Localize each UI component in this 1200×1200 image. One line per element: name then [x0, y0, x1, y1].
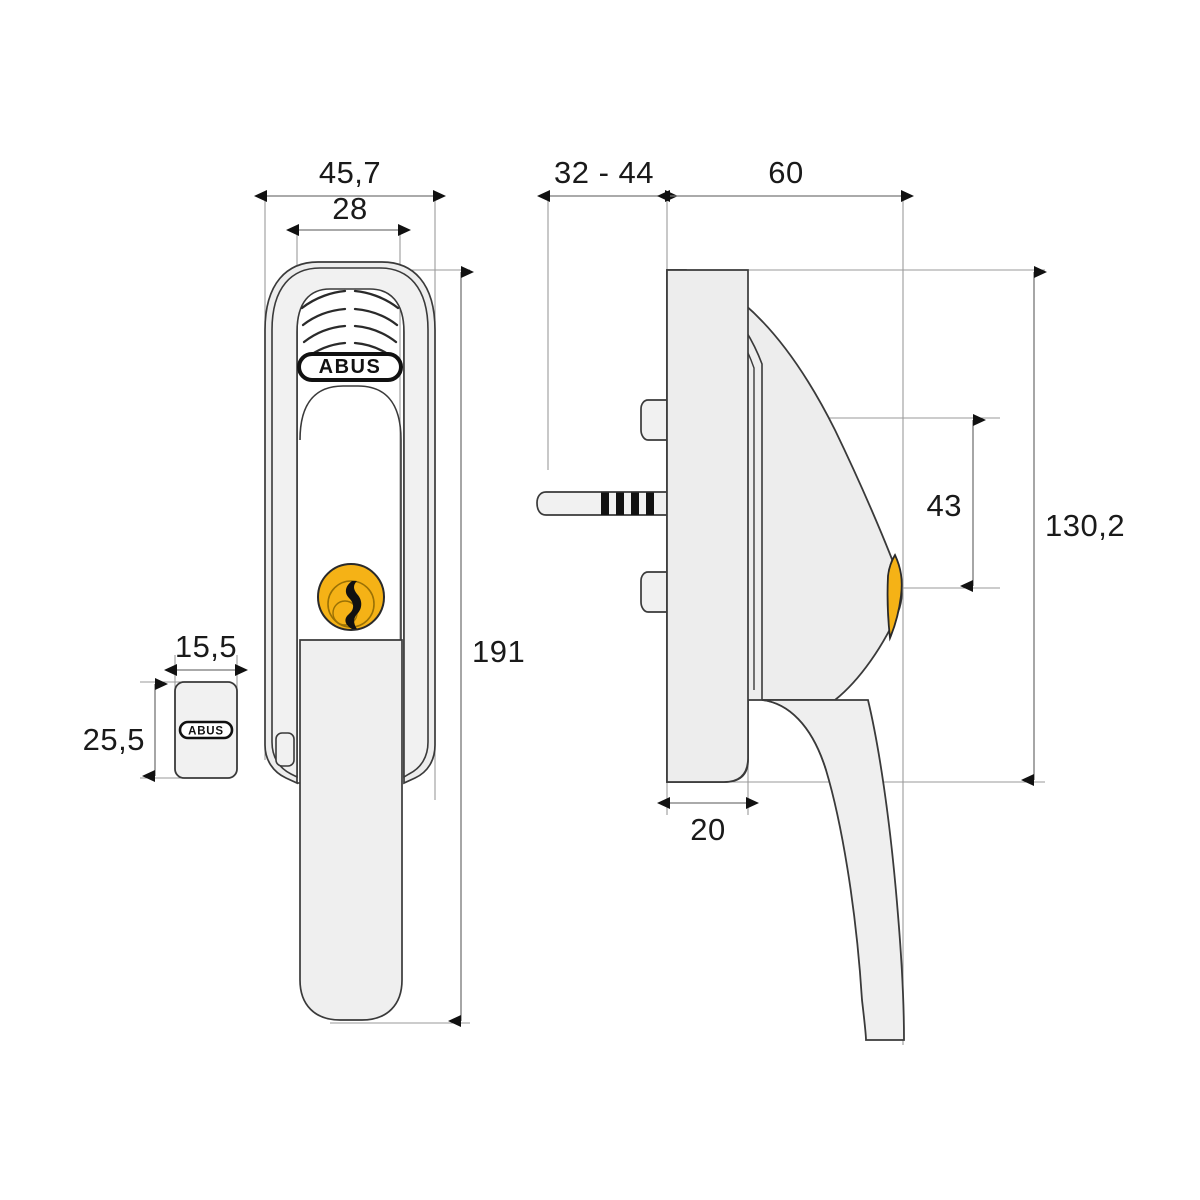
spindle-notch-2	[616, 492, 624, 515]
dim-width-inner-label: 28	[332, 191, 367, 226]
dim-height-side: 130,2	[1021, 266, 1125, 786]
spindle	[536, 491, 673, 516]
speaker-grille-icon	[300, 289, 400, 361]
front-lever-handle	[299, 639, 403, 1021]
dim-cylinder-offset: 43	[927, 414, 986, 592]
spindle-notch-1	[601, 492, 609, 515]
dim-height-total-label: 191	[472, 634, 525, 669]
side-base-plate	[666, 269, 749, 783]
dim-spindle-range: 32 - 44	[537, 155, 678, 202]
dim-cap-height-label: 25,5	[83, 722, 145, 757]
dim-depth-total: 60	[657, 155, 914, 202]
abus-logo-cap: ABUS	[178, 720, 234, 740]
keyway-icon	[345, 581, 362, 629]
side-view	[536, 269, 905, 1041]
dim-cap-width: 15,5	[164, 629, 248, 676]
screw-boss-lower	[640, 571, 671, 613]
spindle-notch-3	[631, 492, 639, 515]
cover-cap-view: ABUS	[174, 681, 238, 779]
dim-width-inner: 28	[286, 191, 411, 236]
abus-logo-front-text: ABUS	[319, 356, 382, 378]
front-escutcheon	[271, 267, 429, 779]
dim-base-depth-label: 20	[690, 812, 725, 847]
spindle-notch-4	[646, 492, 654, 515]
side-lever-arm	[761, 699, 905, 1041]
dim-cap-width-label: 15,5	[175, 629, 237, 664]
dim-width-total: 45,7	[254, 155, 446, 202]
lock-cylinder-side	[886, 553, 903, 639]
dim-depth-total-label: 60	[768, 155, 803, 190]
abus-logo-cap-text: ABUS	[188, 726, 224, 738]
dim-height-total: 191	[448, 266, 525, 1027]
front-view: ABUS	[264, 261, 436, 1021]
dim-height-side-label: 130,2	[1045, 508, 1125, 543]
lock-cylinder-front	[317, 563, 385, 631]
front-side-slot	[275, 732, 295, 767]
dim-cap-height: 25,5	[83, 678, 168, 782]
abus-logo-front: ABUS	[297, 352, 403, 382]
front-inner-body	[299, 385, 402, 780]
dim-spindle-range-label: 32 - 44	[554, 155, 654, 190]
dimension-lines: 45,7 28 191 15,5 25,5 32 - 44	[83, 155, 1125, 1027]
dim-width-total-label: 45,7	[319, 155, 381, 190]
dim-base-depth: 20	[657, 797, 759, 847]
dim-cylinder-offset-label: 43	[927, 488, 962, 523]
screw-boss-upper	[640, 399, 671, 441]
